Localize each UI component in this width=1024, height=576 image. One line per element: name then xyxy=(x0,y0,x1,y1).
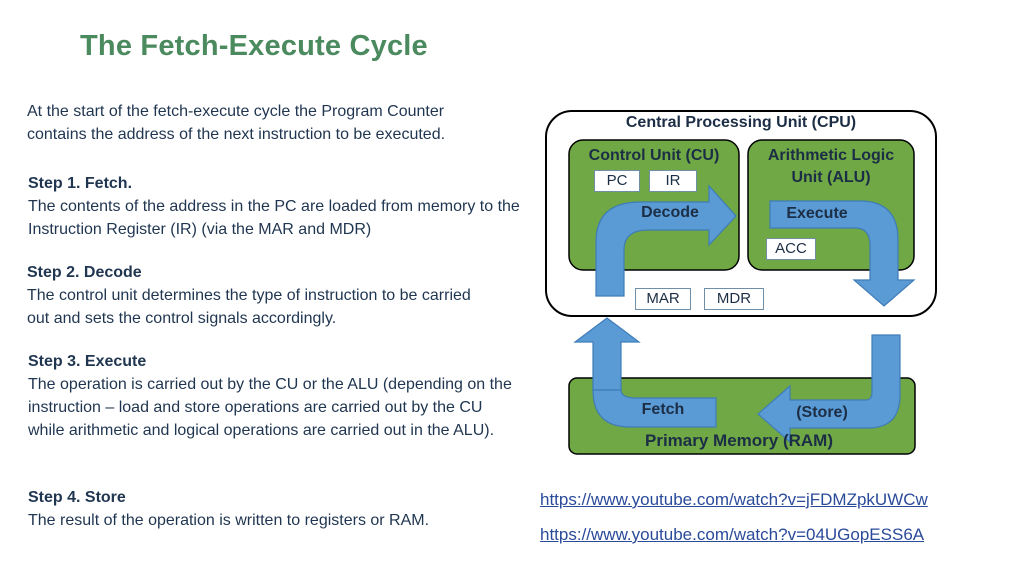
step-4-text: The result of the operation is written t… xyxy=(28,512,430,529)
step-3-text: The operation is carried out by the CU o… xyxy=(28,376,512,439)
step-3-heading: Step 3. Execute xyxy=(28,353,147,370)
ram-label: Primary Memory (RAM) xyxy=(645,431,833,450)
execute-arrow xyxy=(769,200,916,307)
step-2-heading: Step 2. Decode xyxy=(27,264,142,281)
store-arrow-down xyxy=(757,334,901,444)
fetch-arrow-curve xyxy=(592,389,717,428)
acc-register: ACC xyxy=(766,238,816,260)
step-3: Step 3. Execute The operation is carried… xyxy=(28,350,513,442)
step-4-heading: Step 4. Store xyxy=(28,489,126,506)
step-1-heading: Step 1. Fetch. xyxy=(28,175,133,192)
step-1: Step 1. Fetch. The contents of the addre… xyxy=(28,172,528,241)
execute-label: Execute xyxy=(786,205,848,222)
fetch-label: Fetch xyxy=(641,401,685,418)
mar-register: MAR xyxy=(635,288,691,310)
step-4: Step 4. Store The result of the operatio… xyxy=(28,486,518,532)
intro-text: At the start of the fetch-execute cycle … xyxy=(27,100,507,146)
alu-label: Arithmetic Logic Unit (ALU) xyxy=(767,147,895,186)
step-1-text: The contents of the address in the PC ar… xyxy=(28,198,520,238)
fetch-arrow-up xyxy=(573,317,641,391)
ram-box xyxy=(568,377,916,455)
intro-paragraph: At the start of the fetch-execute cycle … xyxy=(27,103,446,143)
decode-arrow xyxy=(595,184,737,297)
page-title: The Fetch-Execute Cycle xyxy=(80,30,428,62)
youtube-link-1[interactable]: https://www.youtube.com/watch?v=jFDMZpkU… xyxy=(540,490,928,509)
cpu-label: Central Processing Unit (CPU) xyxy=(625,114,857,131)
store-label: (Store) xyxy=(796,404,848,421)
control-unit-label: Control Unit (CU) xyxy=(588,147,720,164)
youtube-link-2[interactable]: https://www.youtube.com/watch?v=04UGopES… xyxy=(540,525,925,544)
decode-label: Decode xyxy=(641,204,699,221)
step-2: Step 2. Decode The control unit determin… xyxy=(27,261,497,330)
mdr-register: MDR xyxy=(704,288,764,310)
pc-register: PC xyxy=(594,170,640,192)
ir-register: IR xyxy=(649,170,697,192)
step-2-text: The control unit determines the type of … xyxy=(27,287,471,327)
